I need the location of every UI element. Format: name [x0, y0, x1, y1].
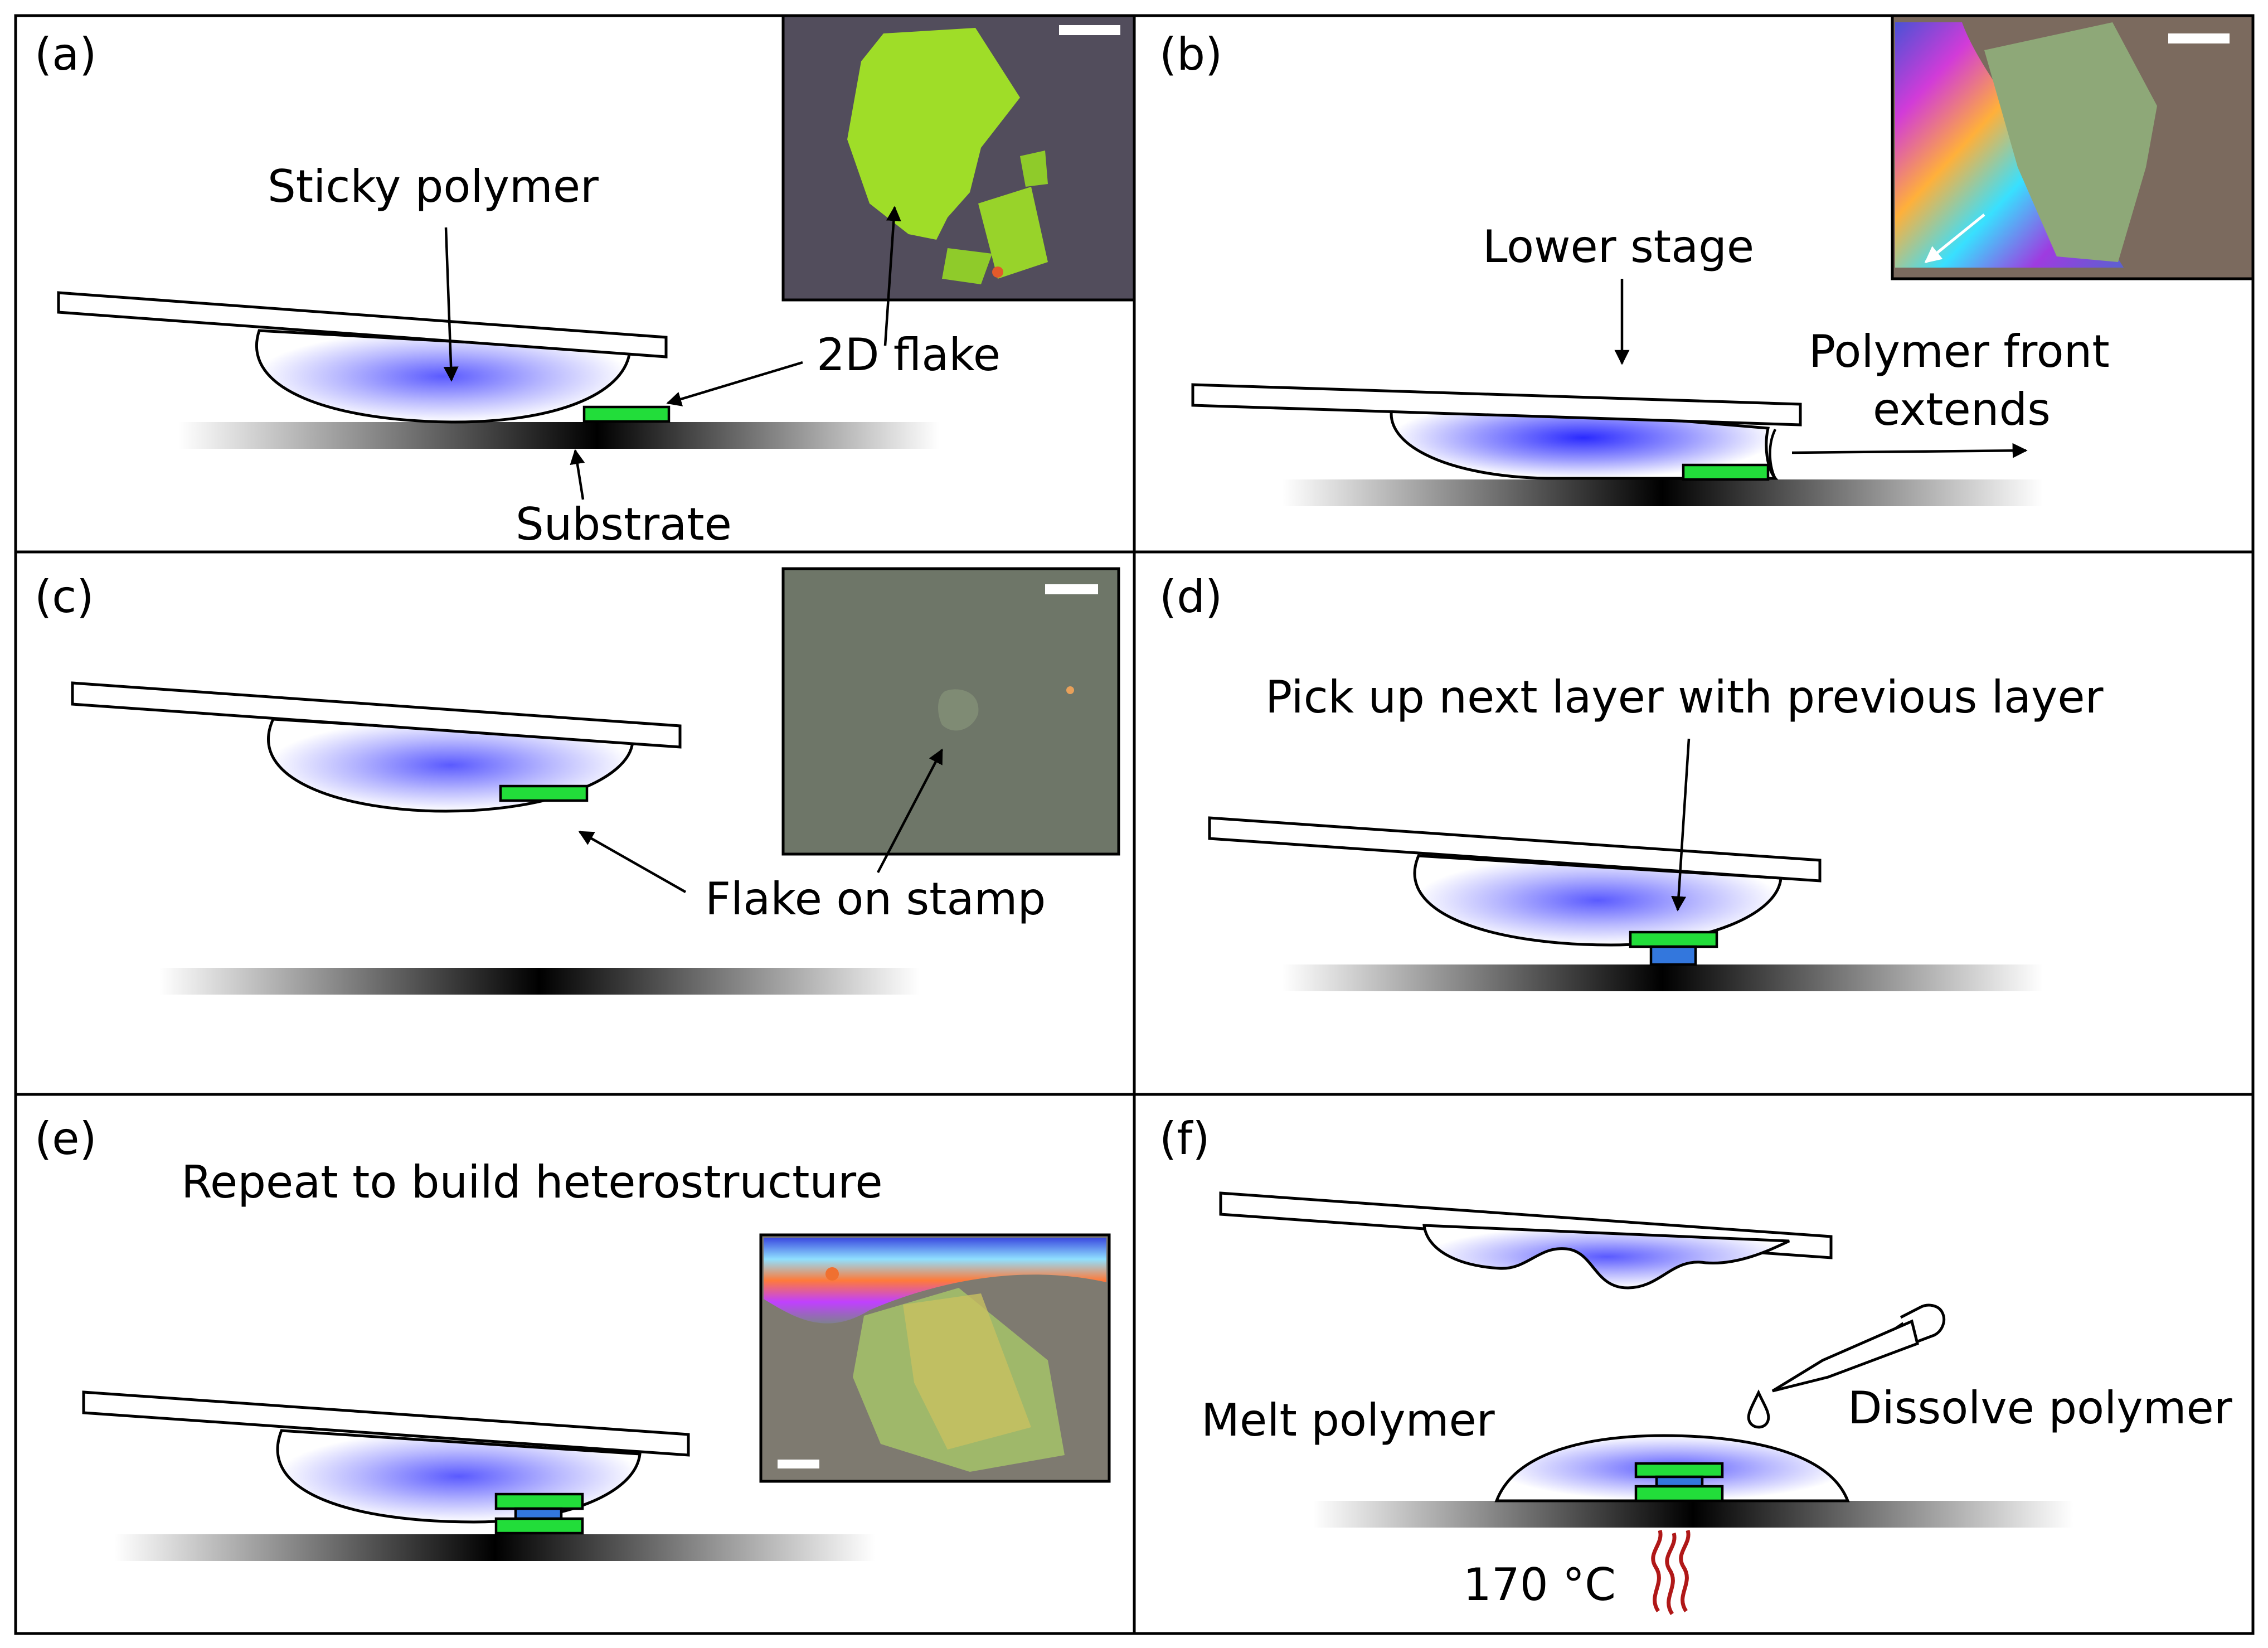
- label-pick-up: Pick up next layer with previous layer: [1265, 671, 2104, 723]
- panel-d: (d) Pick up next layer with previous lay…: [1159, 571, 2104, 991]
- panel-f-frame: [1133, 1093, 2255, 1635]
- arrow-to-inset-flake: [877, 748, 943, 874]
- flake-bottom-layer: [1634, 1485, 1724, 1502]
- panel-c-tag: (c): [35, 571, 94, 623]
- label-lower-stage: Lower stage: [1483, 221, 1754, 273]
- substrate: [159, 968, 920, 995]
- flake-top-layer: [494, 1492, 584, 1510]
- glass-slide: [1208, 816, 1822, 883]
- label-2d-flake: 2D flake: [817, 329, 1001, 381]
- flake-micrograph-inset: [1891, 14, 2255, 280]
- debris-dot: [992, 266, 1003, 278]
- debris-dot: [825, 1267, 839, 1281]
- heat-waves-icon: [1651, 1530, 1691, 1615]
- flake-micrograph-inset: [781, 567, 1120, 856]
- scale-bar: [1045, 584, 1098, 594]
- panel-d-tag: (d): [1159, 571, 1222, 623]
- flake-on-substrate: [582, 405, 671, 423]
- panel-e-tag: (e): [35, 1113, 97, 1165]
- fringe-arrow: [1924, 214, 1985, 263]
- scale-bar: [778, 1460, 819, 1468]
- arrow-polymer-front: [1791, 443, 2028, 458]
- substrate: [178, 422, 939, 449]
- glass-slide: [57, 291, 668, 358]
- panel-f-tag: (f): [1159, 1113, 1210, 1165]
- flake-middle-layer: [1655, 1475, 1704, 1488]
- arrow-to-flake-image: [883, 206, 901, 346]
- glass-slide: [1191, 383, 1802, 426]
- flake-image: [847, 28, 1020, 240]
- sticky-polymer-stamp: [1390, 395, 1779, 480]
- panel-e: (e) Repeat to build heterostructure: [35, 1113, 1111, 1561]
- label-melt-polymer: Melt polymer: [1201, 1394, 1495, 1446]
- sticky-polymer-stamp: [255, 329, 632, 424]
- label-repeat: Repeat to build heterostructure: [181, 1156, 883, 1208]
- flake-top-layer: [1634, 1462, 1724, 1479]
- arrow-to-substrate: [570, 449, 585, 500]
- flake-top-layer: [1629, 930, 1718, 948]
- scale-bar: [1059, 25, 1120, 35]
- pipette-icon: [1771, 1303, 1946, 1393]
- substrate: [114, 1534, 875, 1561]
- flake-image: [1984, 22, 2157, 262]
- lifted-polymer-stamp: [1422, 1224, 1790, 1290]
- label-polymer-front-1: Polymer front: [1809, 326, 2110, 377]
- flake-on-substrate: [1682, 463, 1770, 481]
- arrow-pick-up: [1671, 738, 1691, 912]
- panel-b: (b) Lower stage Polymer front extends: [1159, 14, 2255, 506]
- panel-a-tag: (a): [35, 28, 96, 80]
- glass-slide: [71, 681, 682, 749]
- flake-fragment: [978, 187, 1048, 279]
- interference-fringes: [764, 1238, 1106, 1324]
- flake-fragment-3: [1020, 151, 1048, 187]
- label-sticky-polymer: Sticky polymer: [268, 161, 599, 212]
- panel-a: (a) Sticky polymer 2D flake Substrate: [35, 14, 1136, 550]
- substrate: [1313, 1501, 2073, 1528]
- flake-bottom-layer: [1649, 945, 1697, 966]
- flake-overlap: [903, 1293, 1031, 1450]
- label-dissolve-polymer: Dissolve polymer: [1848, 1382, 2232, 1434]
- polymer-front-edge: [1769, 428, 1777, 479]
- flake-bottom-layer: [494, 1517, 584, 1535]
- droplet-icon: [1747, 1389, 1770, 1429]
- label-substrate: Substrate: [516, 498, 732, 550]
- arrow-to-stamp-flake: [578, 831, 687, 893]
- debris-dot: [1066, 686, 1074, 694]
- panel-f: (f) Melt polymer Dissolve polymer 170 °C: [1159, 1113, 2232, 1615]
- sticky-polymer-stamp: [1413, 854, 1783, 947]
- heterostructure-micrograph-inset: [759, 1233, 1111, 1483]
- panel-b-tag: (b): [1159, 28, 1222, 80]
- substrate: [1282, 479, 2043, 506]
- substrate: [1282, 964, 2043, 991]
- flake-micrograph-inset: [781, 14, 1136, 302]
- glass-slide: [82, 1390, 690, 1457]
- arrow-to-flake: [666, 361, 803, 406]
- flake-middle-layer: [514, 1507, 563, 1520]
- label-flake-on-stamp: Flake on stamp: [705, 873, 1046, 925]
- flake-image: [938, 689, 979, 731]
- flake-on-stamp: [499, 784, 589, 802]
- label-polymer-front-2: extends: [1873, 384, 2051, 435]
- panel-c: (c) Flake on stamp: [35, 567, 1120, 995]
- scale-bar: [2168, 33, 2230, 43]
- flake-fragment-2: [942, 248, 992, 284]
- arrow-to-polymer: [443, 227, 459, 382]
- label-temperature: 170 °C: [1463, 1559, 1616, 1611]
